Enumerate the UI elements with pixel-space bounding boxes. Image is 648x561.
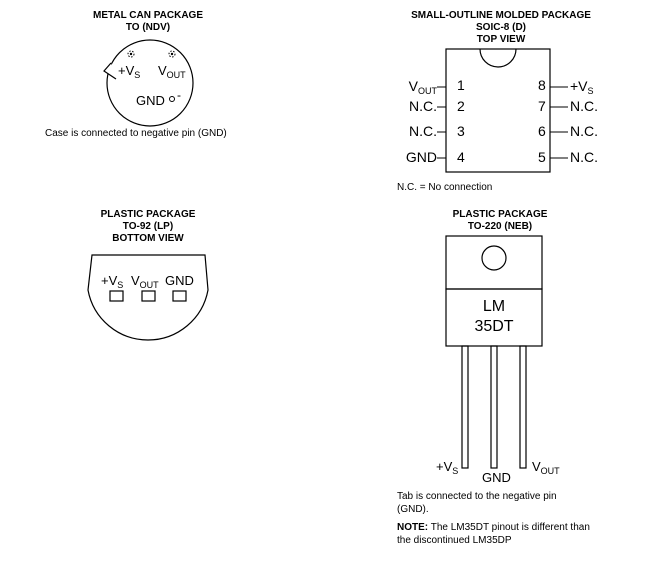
to92-gnd-label: GND [165, 273, 194, 288]
metal-can-vs-label: +VS [118, 63, 141, 80]
to92-vs-label: +VS [101, 273, 124, 290]
soic-pin1-name: VOUT [408, 78, 437, 96]
to220-outline [445, 235, 543, 469]
soic-pin4-num: 4 [457, 149, 465, 165]
metal-can-outline [103, 39, 194, 127]
soic-title: SMALL-OUTLINE MOLDED PACKAGE SOIC-8 (D) … [398, 10, 604, 46]
soic-pin1-num: 1 [457, 77, 465, 93]
to220-note-line2: the discontinued LM35DP [397, 535, 512, 546]
to92-title: PLASTIC PACKAGE TO-92 (LP) BOTTOM VIEW [68, 209, 228, 245]
soic-title-line1: SMALL-OUTLINE MOLDED PACKAGE [411, 10, 591, 21]
soic-pin2-name: N.C. [409, 98, 437, 114]
to220-caption: Tab is connected to the negative pin (GN… [397, 490, 557, 516]
soic-pin3-num: 3 [457, 123, 465, 139]
to220-caption-line2: (GND). [397, 504, 429, 515]
metal-can-title-line1: METAL CAN PACKAGE [93, 10, 203, 21]
to220-vs-label: +VS [436, 459, 459, 476]
soic-title-line3: TOP VIEW [476, 34, 526, 45]
metal-can-title: METAL CAN PACKAGE TO (NDV) [68, 10, 228, 34]
to220-title-line1: PLASTIC PACKAGE [452, 209, 548, 220]
metal-can-caption: Case is connected to negative pin (GND) [45, 128, 227, 139]
to220-marking-line2: 35DT [474, 318, 514, 335]
to220-marking-line1: LM [482, 298, 506, 315]
to220-note: NOTE: The LM35DT pinout is different tha… [397, 521, 590, 547]
metal-can-vout-label: VOUT [158, 63, 186, 80]
metal-can-minus: - [177, 88, 181, 102]
soic-pin7-name: N.C. [570, 98, 598, 114]
to92-outline [87, 254, 209, 341]
metal-can-title-line2: TO (NDV) [125, 22, 171, 33]
to220-marking: LM 35DT [446, 297, 542, 337]
soic-pin6-num: 6 [538, 123, 546, 139]
soic-pin8-num: 8 [538, 77, 546, 93]
to92-vout-label: VOUT [131, 273, 159, 290]
soic-pin8-name: +VS [570, 78, 594, 96]
soic-caption: N.C. = No connection [397, 182, 493, 193]
to220-title: PLASTIC PACKAGE TO-220 (NEB) [420, 209, 580, 233]
soic-pin5-name: N.C. [570, 149, 598, 165]
to92-title-line1: PLASTIC PACKAGE [100, 209, 196, 220]
soic-pin3-name: N.C. [409, 123, 437, 139]
soic-pin6-name: N.C. [570, 123, 598, 139]
to220-caption-line1: Tab is connected to the negative pin [397, 491, 557, 502]
to92-title-line2: TO-92 (LP) [122, 221, 174, 232]
to220-note-text1: The LM35DT pinout is different than [428, 522, 590, 533]
soic-title-line2: SOIC-8 (D) [476, 22, 526, 33]
soic-pin5-num: 5 [538, 149, 546, 165]
to220-note-label: NOTE: [397, 522, 429, 533]
soic-pin7-num: 7 [538, 98, 546, 114]
metal-can-gnd-label: GND [136, 93, 165, 108]
to220-gnd-label: GND [482, 470, 511, 485]
soic-pin2-num: 2 [457, 98, 465, 114]
to92-title-line3: BOTTOM VIEW [112, 233, 184, 244]
to220-vout-label: VOUT [532, 459, 560, 476]
soic-body [437, 48, 568, 173]
soic-pin4-name: GND [405, 149, 437, 165]
to220-title-line2: TO-220 (NEB) [467, 221, 533, 232]
to220-note-line1: NOTE: The LM35DT pinout is different tha… [397, 521, 590, 534]
